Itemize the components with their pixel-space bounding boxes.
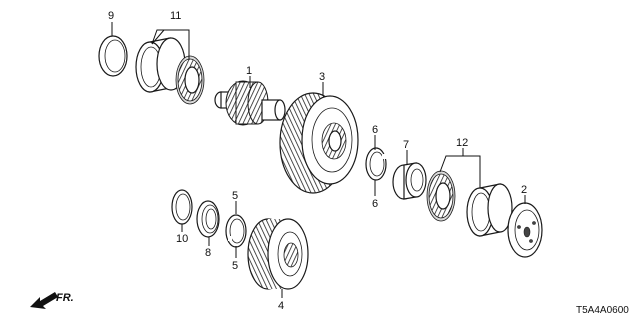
callout-5-bottom: 5 <box>232 260 238 272</box>
part-12-bearing <box>426 170 513 237</box>
part-4-gear <box>247 218 309 290</box>
front-arrow-label: FR. <box>56 292 74 304</box>
leader-lines <box>111 22 526 298</box>
part-9-ring <box>98 35 128 77</box>
part-10-ring <box>171 189 193 225</box>
diagram-code: T5A4A0600 <box>576 305 629 316</box>
front-arrow: FR. <box>30 292 74 309</box>
part-3-gear <box>279 92 359 194</box>
part-11-bearing <box>135 37 205 105</box>
callout-6-top: 6 <box>372 124 378 136</box>
part-1-shaft <box>214 80 286 126</box>
callout-3: 3 <box>319 71 325 83</box>
callout-9: 9 <box>108 10 114 22</box>
front-arrow-icon <box>30 292 58 309</box>
callout-11: 11 <box>170 10 181 22</box>
part-2-plate <box>507 202 543 258</box>
callout-6-bottom: 6 <box>372 198 378 210</box>
callout-5-top: 5 <box>232 190 238 202</box>
callout-12: 12 <box>456 137 468 149</box>
callout-7: 7 <box>403 139 409 151</box>
callout-1: 1 <box>246 65 252 77</box>
part-5-snap-ring <box>225 214 247 248</box>
callout-4: 4 <box>278 300 284 312</box>
part-7-collar <box>392 162 427 200</box>
part-6-snap-ring <box>365 147 387 181</box>
callout-8: 8 <box>205 247 211 259</box>
callout-2: 2 <box>521 184 527 196</box>
callout-10: 10 <box>176 233 188 245</box>
part-8-washer <box>196 200 220 238</box>
callouts: 9 11 1 3 6 6 7 12 2 5 5 10 8 4 <box>108 10 527 312</box>
